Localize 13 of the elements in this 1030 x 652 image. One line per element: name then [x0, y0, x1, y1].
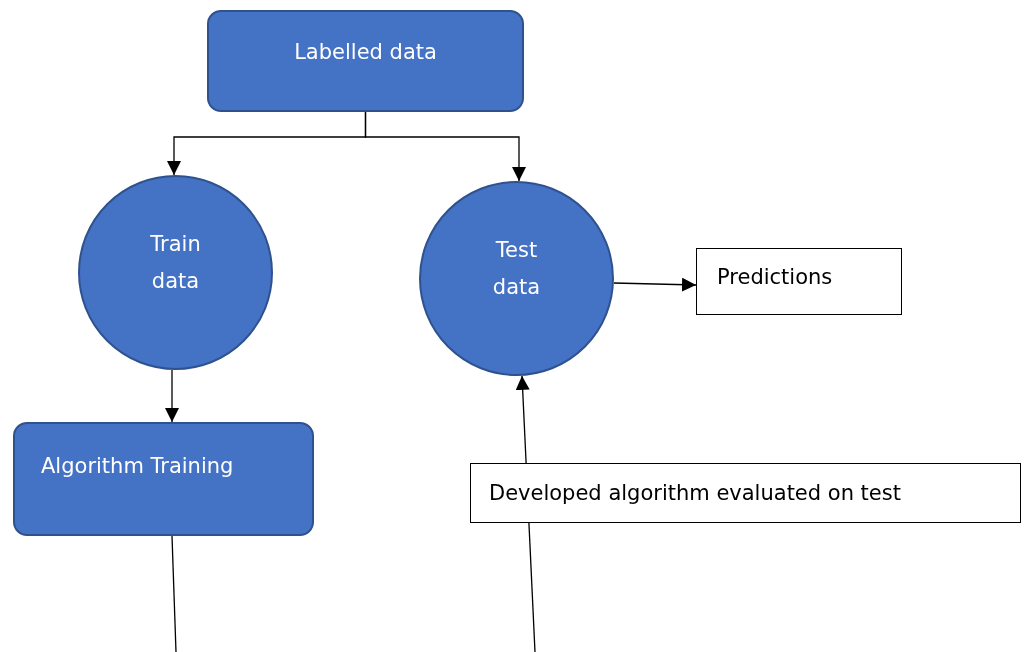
node-label: Labelled data: [294, 39, 437, 66]
arrow: [613, 277, 697, 292]
node-label: Algorithm Training: [41, 453, 234, 480]
arrow: [165, 369, 179, 423]
text-box: [696, 248, 902, 315]
node-label: Predictions: [717, 264, 833, 292]
arrow: [364, 111, 526, 182]
text-box: [470, 463, 1021, 523]
node-label: Train data: [149, 230, 202, 295]
node-label: Test data: [491, 236, 542, 301]
process-box: [207, 10, 524, 112]
process-box: [13, 422, 314, 536]
node-label: Developed algorithm evaluated on test: [489, 479, 901, 507]
